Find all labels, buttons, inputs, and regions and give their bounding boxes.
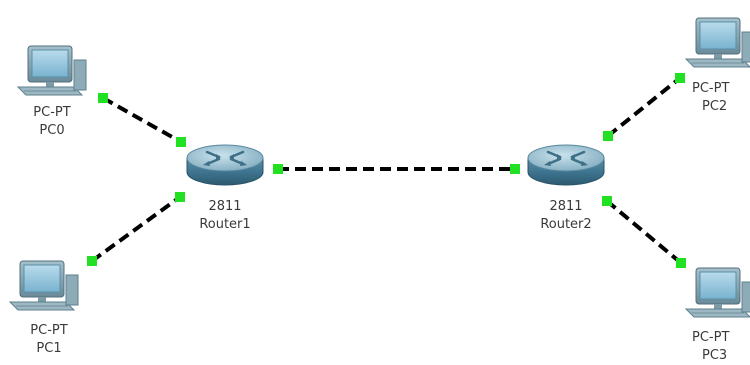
link-pc1-router1[interactable] — [90, 195, 182, 263]
link-router2-pc3[interactable] — [605, 199, 683, 265]
device-model: PC-PT — [692, 81, 730, 96]
router1-label: 2811 Router1 — [180, 198, 270, 234]
router2-label: 2811 Router2 — [521, 198, 611, 234]
link-indicator — [603, 131, 613, 141]
pc3[interactable] — [685, 267, 750, 318]
device-name: Router1 — [199, 217, 251, 232]
device-name: PC1 — [36, 341, 62, 356]
link-pc0-router1[interactable] — [102, 96, 182, 144]
device-model: PC-PT — [692, 330, 730, 345]
device-model: PC-PT — [30, 323, 68, 338]
link-indicator — [175, 192, 185, 202]
link-indicator — [676, 258, 686, 268]
pc1-label: PC-PT PC1 — [11, 322, 87, 358]
router-icon — [185, 143, 265, 187]
pc0[interactable] — [17, 45, 87, 96]
device-name: Router2 — [540, 217, 592, 232]
link-indicator — [176, 137, 186, 147]
pc-icon — [17, 45, 87, 96]
link-indicator — [87, 256, 97, 266]
router2[interactable] — [526, 143, 606, 187]
pc2-label: PC-PT PC2 — [692, 80, 750, 116]
link-indicator — [510, 164, 520, 174]
link-indicator — [98, 93, 108, 103]
device-model: 2811 — [208, 199, 242, 214]
router1[interactable] — [185, 143, 265, 187]
link-indicator — [602, 196, 612, 206]
link-indicator — [675, 73, 685, 83]
device-model: 2811 — [549, 199, 583, 214]
router-icon — [526, 143, 606, 187]
device-name: PC3 — [702, 348, 728, 363]
pc-icon — [685, 267, 750, 318]
pc-icon — [685, 17, 750, 68]
pc1[interactable] — [9, 260, 79, 311]
link-indicator — [273, 164, 283, 174]
pc3-label: PC-PT PC3 — [692, 329, 750, 365]
pc2[interactable] — [685, 17, 750, 68]
device-name: PC0 — [39, 123, 65, 138]
device-name: PC2 — [702, 99, 728, 114]
pc0-label: PC-PT PC0 — [14, 104, 90, 140]
link-router2-pc2[interactable] — [606, 76, 682, 138]
pc-icon — [9, 260, 79, 311]
device-model: PC-PT — [33, 105, 71, 120]
